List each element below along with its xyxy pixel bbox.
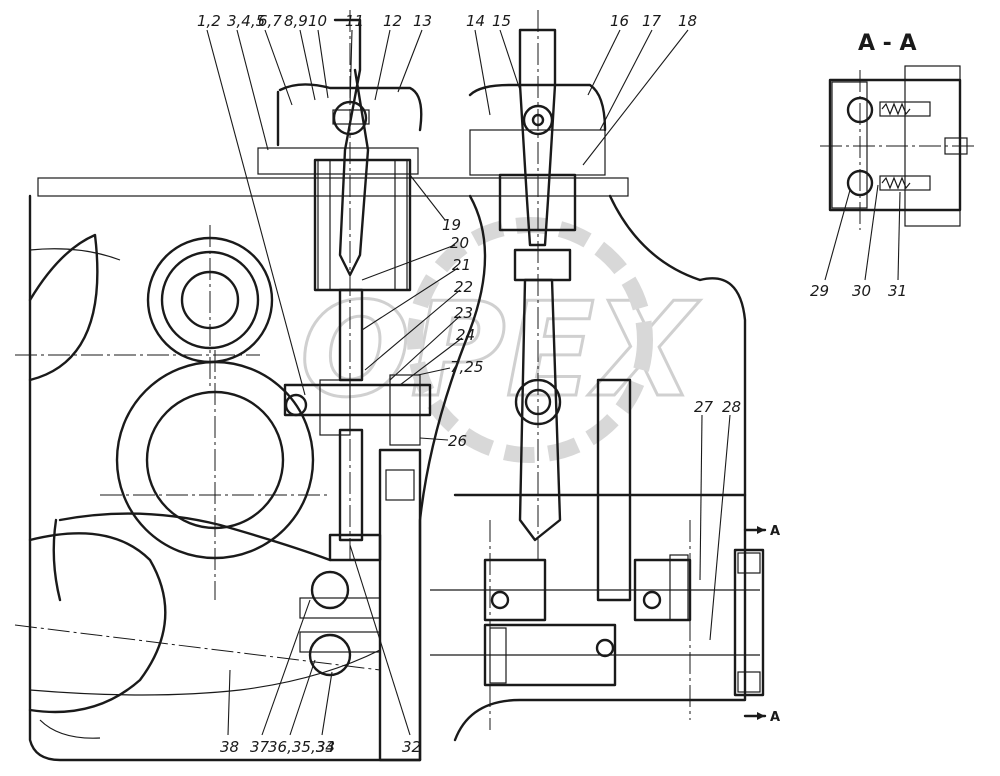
callout-27: 27	[694, 398, 714, 416]
section-arrow-label-top: A	[770, 524, 780, 539]
callout-22: 22	[454, 278, 473, 296]
left-lever-assembly	[257, 10, 432, 762]
callout-12: 12	[383, 12, 402, 30]
callout-7-25: 7,25	[450, 358, 483, 376]
callout-16: 16	[610, 12, 629, 30]
callout-36-35-34: 36,35,34	[268, 738, 335, 756]
callout-17: 17	[642, 12, 662, 30]
watermark: OPEX	[299, 217, 702, 463]
callout-30: 30	[852, 282, 871, 300]
callout-24: 24	[456, 326, 475, 344]
section-cut-markers: A A	[743, 524, 780, 725]
callout-31: 31	[888, 282, 907, 300]
callout-33: 33	[316, 738, 335, 756]
section-title: A - A	[858, 31, 917, 56]
callout-10: 10	[308, 12, 327, 30]
housing-body	[28, 177, 629, 762]
callout-15: 15	[492, 12, 511, 30]
section-arrow-label-bottom: A	[770, 710, 780, 725]
shaft-bores	[14, 225, 381, 714]
callout-21: 21	[452, 256, 471, 274]
callout-28: 28	[722, 398, 741, 416]
callout-38: 38	[220, 738, 239, 756]
callout-1-2: 1,2	[197, 12, 221, 30]
callout-29: 29	[810, 282, 829, 300]
callout-8-9: 8,9	[284, 12, 308, 30]
right-lever-assembly	[430, 10, 765, 742]
callout-11: 11	[345, 12, 364, 30]
callout-32: 32	[402, 738, 421, 756]
callout-14: 14	[466, 12, 485, 30]
callout-26: 26	[448, 432, 467, 450]
callout-3-4-5: 3,4,5	[227, 12, 265, 30]
callout-37: 37	[250, 738, 270, 756]
callout-19: 19	[442, 216, 461, 234]
callout-numbers: 1,2 3,4,5 6,7 8,9 10 11 12 13 14 15 16 1…	[197, 12, 907, 756]
callout-18: 18	[678, 12, 697, 30]
callout-23: 23	[454, 304, 473, 322]
callout-6-7: 6,7	[258, 12, 282, 30]
section-a-a-view: A - A	[820, 31, 975, 230]
callout-20: 20	[450, 234, 469, 252]
callout-13: 13	[413, 12, 432, 30]
leader-lines	[206, 29, 901, 736]
